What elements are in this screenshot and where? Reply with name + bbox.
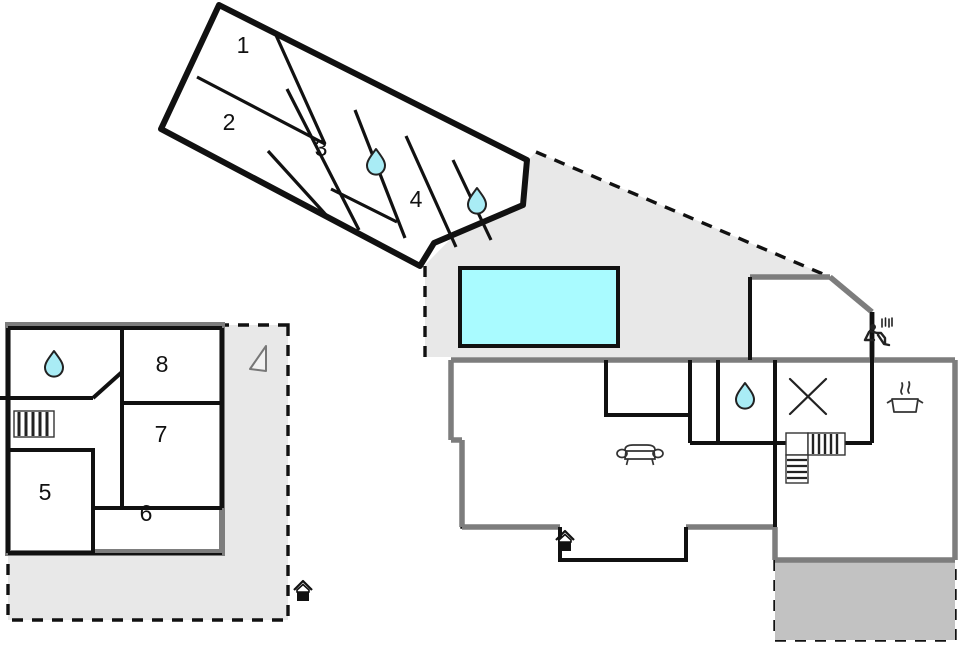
stairs-icon [785,432,846,484]
pool-icon [458,266,620,348]
wall-n5 [330,187,398,224]
stairs-icon [13,410,55,438]
west-annex-outer-wall [5,322,225,556]
room-number: 4 [410,186,423,212]
room-number: 2 [223,109,236,135]
north-annex-outline [158,2,530,269]
no-access-icon [788,377,828,416]
wall-n4 [285,88,361,231]
wall-n3 [266,149,329,218]
room-number-labels: 1 2 3 4 5 6 7 8 [39,32,423,526]
wall-n7 [404,135,458,248]
wall-n2 [273,32,327,145]
building-north-annex [158,2,530,269]
room-number: 6 [140,500,153,526]
building-main-house [448,266,958,563]
room-number: 3 [315,135,328,161]
plan-icons [13,148,924,603]
room-number: 1 [237,32,250,58]
house-entrance-icon [292,579,314,603]
wall-w-5 [8,448,95,553]
wall-w-diag [91,370,124,400]
room-number: 5 [39,479,52,505]
room-number: 7 [155,421,168,447]
terrace-south-deck [775,560,955,640]
wall-n1 [196,75,326,146]
room-number: 8 [156,351,169,377]
sauna-wing-fill [750,277,872,357]
building-west-annex [0,322,225,556]
